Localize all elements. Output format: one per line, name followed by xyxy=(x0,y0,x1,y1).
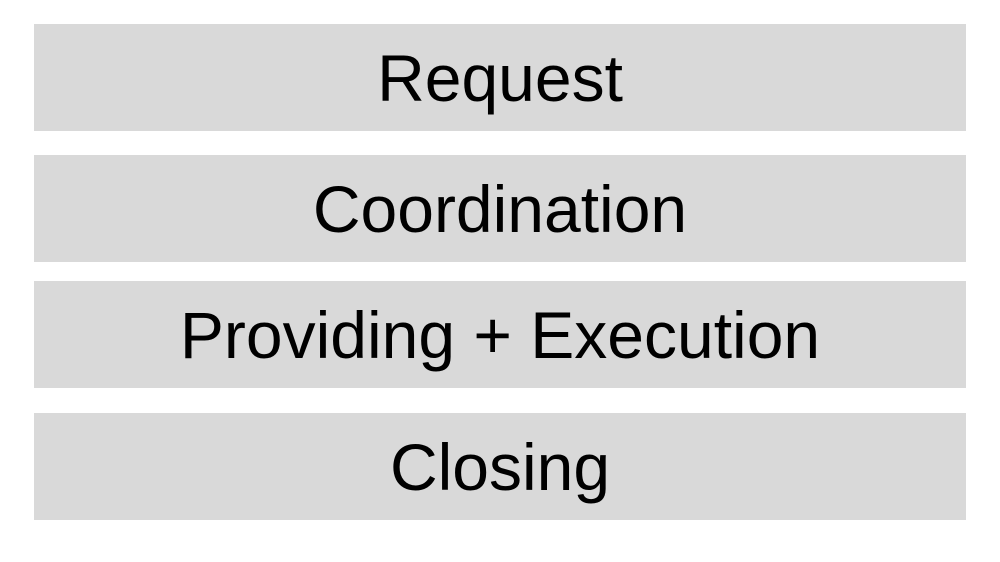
layer-label: Providing + Execution xyxy=(179,297,821,372)
layer-label: Request xyxy=(377,40,623,115)
layer-label: Closing xyxy=(389,429,611,504)
layer-label: Coordination xyxy=(312,171,688,246)
layer-closing: Closing xyxy=(34,413,966,520)
layer-providing-execution: Providing + Execution xyxy=(34,281,966,388)
layer-coordination: Coordination xyxy=(34,155,966,262)
layer-request: Request xyxy=(34,24,966,131)
